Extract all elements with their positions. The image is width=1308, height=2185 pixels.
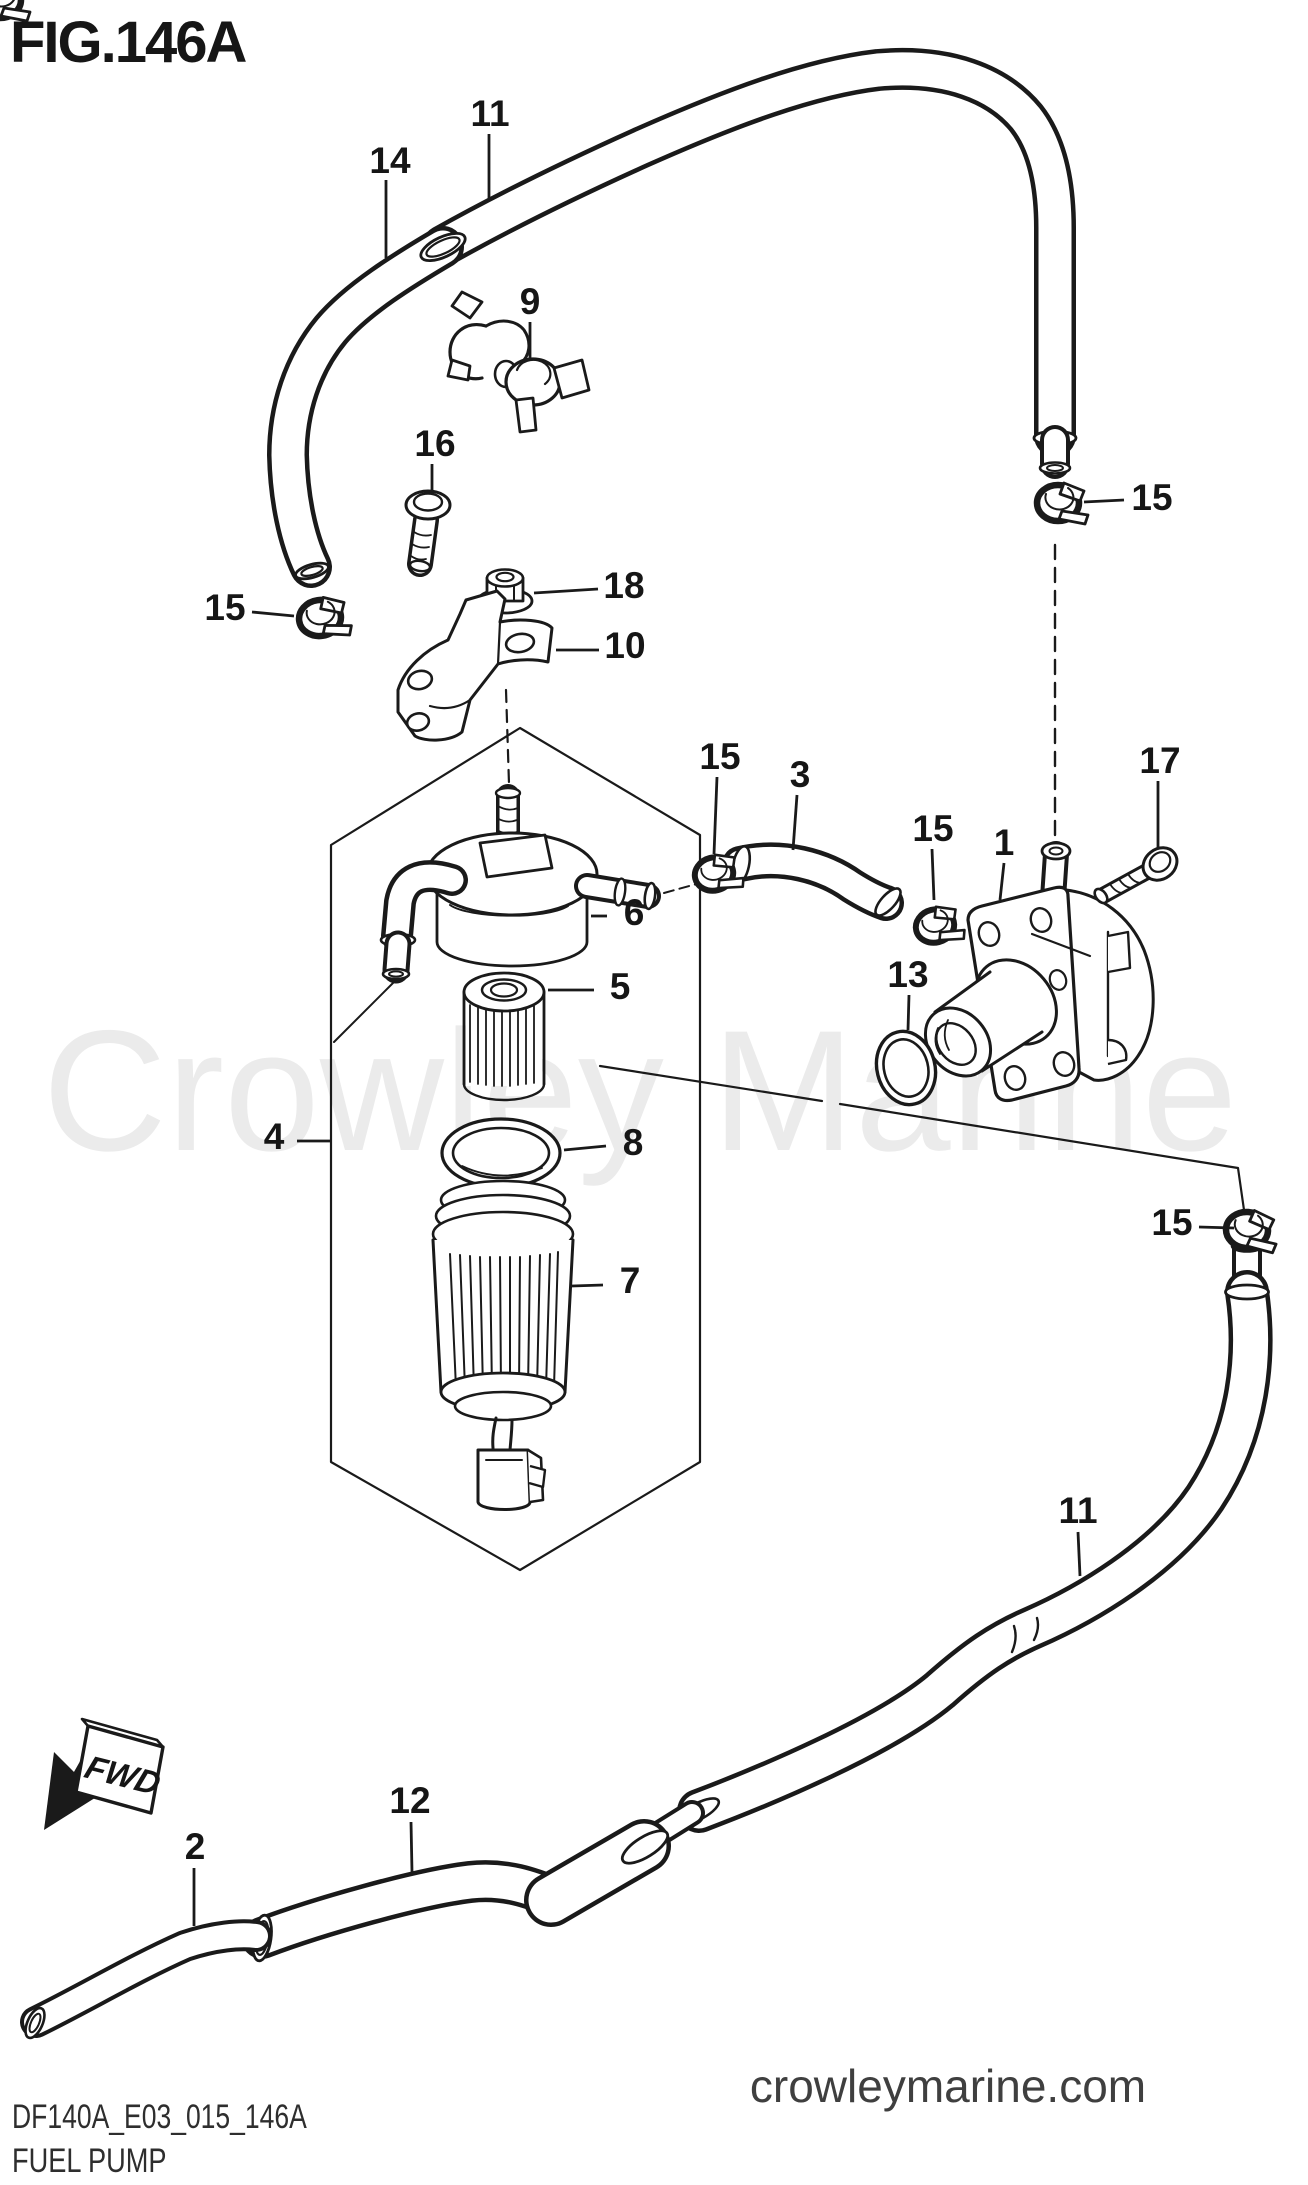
callout-leader-line [1083, 498, 1125, 504]
fuel-hose-14 [267, 226, 467, 588]
part-callout-11-20[interactable]: 11 [1058, 1490, 1097, 1531]
diagram-caption: FUEL PUMP [12, 2141, 167, 2180]
callout-leader-line [791, 794, 799, 851]
fuel-hose-11-upper [422, 48, 1078, 479]
part-callout-7-18[interactable]: 7 [620, 1260, 641, 1301]
part-callout-15-8[interactable]: 15 [699, 736, 740, 777]
hose-clamp-9 [446, 290, 591, 434]
part-callout-14-0[interactable]: 14 [369, 140, 411, 181]
fwd-arrow-icon: FWD [44, 1717, 165, 1830]
callout-leader-line [571, 1283, 604, 1288]
part-callouts: 14 11 9 16 15 18 10 15 15 3 15 1 17 13 6 5 8 4 7 15 11 12 2 [185, 93, 1235, 1926]
callout-leader-line [998, 862, 1006, 901]
assembly-line [598, 1064, 1246, 1212]
hose-clamp-15-left [296, 594, 352, 642]
hose-clamp-15-mid-right [912, 901, 967, 949]
fuel-filter-head-6 [333, 784, 701, 1043]
artwork: FWD [0, 0, 1279, 2040]
part-callout-13-13[interactable]: 13 [887, 954, 928, 995]
figure-title: FIG.146A [10, 10, 247, 75]
callout-leader-line [906, 994, 911, 1031]
o-ring-8 [440, 1117, 562, 1189]
filter-assembly-box-4 [329, 726, 702, 1572]
part-callout-5-15[interactable]: 5 [610, 966, 631, 1007]
filter-bowl-7 [431, 1179, 575, 1511]
hose-clamp-15-top-right [1037, 483, 1088, 524]
callout-leader-line [409, 1821, 414, 1873]
part-callout-6-14[interactable]: 6 [624, 892, 645, 933]
callout-leader-line [563, 1144, 607, 1152]
filter-element-5 [462, 971, 546, 1102]
part-callout-3-9[interactable]: 3 [790, 754, 811, 795]
site-name: crowleymarine.com [750, 2060, 1146, 2112]
part-callout-15-7[interactable]: 15 [1131, 477, 1172, 518]
part-callout-2-22[interactable]: 2 [185, 1826, 206, 1867]
part-callout-16-3[interactable]: 16 [414, 423, 455, 464]
callout-leader-line [1198, 1225, 1235, 1230]
part-callout-12-21[interactable]: 12 [389, 1780, 430, 1821]
part-callout-15-4[interactable]: 15 [204, 587, 245, 628]
part-callout-10-6[interactable]: 10 [604, 625, 645, 666]
part-callout-11-1[interactable]: 11 [470, 93, 509, 134]
bolt-16 [404, 489, 452, 577]
hose-clamp-15-lower-right [1225, 1209, 1279, 1253]
callout-leader-line [930, 848, 936, 901]
drawing-code: DF140A_E03_015_146A [12, 2098, 307, 2136]
callout-leader-line [251, 610, 295, 618]
part-callout-18-5[interactable]: 18 [603, 565, 644, 606]
part-callout-17-12[interactable]: 17 [1139, 740, 1180, 781]
part-callout-4-17[interactable]: 4 [264, 1116, 285, 1157]
fuel-hose-2 [20, 1919, 272, 2040]
part-callout-9-2[interactable]: 9 [520, 281, 541, 322]
part-callout-15-19[interactable]: 15 [1151, 1202, 1192, 1243]
callout-leader-line [1076, 1531, 1082, 1577]
part-callout-8-16[interactable]: 8 [623, 1122, 644, 1163]
fuel-hose-11-lower [677, 1233, 1273, 1833]
bolt-17 [1093, 846, 1179, 905]
callout-leader-line [533, 587, 599, 595]
callout-leader-line [712, 776, 719, 855]
part-callout-1-11[interactable]: 1 [994, 822, 1015, 863]
fuel-hose-12 [241, 1800, 705, 1963]
o-ring-13 [874, 1029, 938, 1107]
part-callout-15-10[interactable]: 15 [912, 808, 953, 849]
fuel-hose-3 [722, 842, 904, 921]
fuel-pump-1 [923, 543, 1155, 1103]
